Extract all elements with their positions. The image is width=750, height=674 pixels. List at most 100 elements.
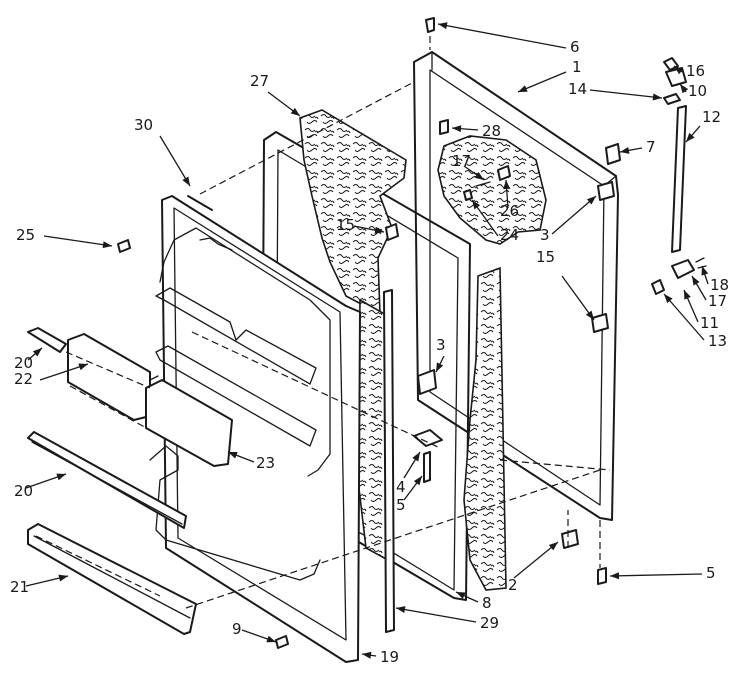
liner-edge-30 <box>187 195 213 211</box>
patch-fasteners <box>463 165 511 201</box>
callout-c17b-arrowhead <box>692 276 700 286</box>
screw-25 <box>117 239 131 253</box>
callout-c1-arrowhead <box>518 85 528 92</box>
callout-c20b-arrowhead <box>56 473 66 481</box>
callout-c23-arrowhead <box>228 451 238 459</box>
callout-c2-leader <box>513 541 559 579</box>
callout-c24-arrowhead <box>472 200 481 210</box>
callout-c26-label: 26 <box>500 202 519 220</box>
callout-c5b-leader <box>609 573 703 577</box>
callout-c15b-arrowhead <box>585 310 594 320</box>
trim-strip-29 <box>383 289 395 633</box>
assembly-lines <box>35 36 611 609</box>
door-hinge-pads <box>591 143 621 333</box>
callout-c7-arrowhead <box>620 146 630 154</box>
callout-c19-arrowhead <box>362 651 372 659</box>
callout-c28-label: 28 <box>482 122 501 140</box>
callout-c5a-label: 5 <box>396 496 406 514</box>
bumper-2 <box>561 529 579 549</box>
callout-c14-label: 14 <box>568 80 587 98</box>
callout-c20a-arrowhead <box>32 348 42 357</box>
insulation-patch-28 <box>437 135 547 245</box>
callout-c6-label: 6 <box>570 38 580 56</box>
callout-c30-arrowhead <box>182 176 190 186</box>
clip-15 <box>385 223 399 241</box>
callout-c1-label: 1 <box>572 58 582 76</box>
callout-c2-label: 2 <box>508 576 518 594</box>
callout-c18-label: 18 <box>710 276 729 294</box>
callout-c3a-leader <box>551 195 597 235</box>
callout-c10-arrowhead <box>680 84 689 94</box>
inner-door-liner <box>149 195 361 663</box>
callout-c27-arrowhead <box>290 107 300 116</box>
callout-c13-leader <box>663 293 705 341</box>
bottom-hinge-hardware <box>651 257 707 295</box>
callout-c8-label: 8 <box>482 594 492 612</box>
callout-c13-label: 13 <box>708 332 727 350</box>
callout-c6-leader <box>437 23 567 49</box>
shelf-front-22 <box>67 333 159 421</box>
shelf-bar-lower <box>27 431 187 529</box>
top-hinge-hardware <box>663 57 687 105</box>
insulation-top <box>299 109 407 316</box>
screw-9 <box>275 635 289 649</box>
callout-c9-arrowhead <box>266 635 276 643</box>
callout-c11-arrowhead <box>684 290 691 300</box>
callout-c15b-label: 15 <box>536 248 555 266</box>
callout-c29-arrowhead <box>396 606 406 613</box>
callout-c25-leader <box>43 235 113 247</box>
hinge-rod <box>671 105 687 253</box>
callout-c8-arrowhead <box>456 592 466 599</box>
plug-28 <box>439 119 449 135</box>
callout-c11-label: 11 <box>700 314 719 332</box>
callout-c30-leader <box>159 135 191 187</box>
callout-c17a-arrowhead <box>474 171 484 180</box>
callout-c26-arrowhead <box>503 180 511 190</box>
callout-c29-label: 29 <box>480 614 499 632</box>
hinge-bracket-3 <box>417 369 437 395</box>
shelf-front-23 <box>145 379 233 467</box>
callout-c3a-label: 3 <box>540 226 550 244</box>
callout-c5a-arrowhead <box>413 476 422 486</box>
callout-c5b-arrowhead <box>610 572 620 580</box>
screw-6 <box>425 17 435 33</box>
callout-c27-label: 27 <box>250 72 269 90</box>
callout-c18-arrowhead <box>701 266 709 276</box>
callout-c3a-arrowhead <box>586 196 596 205</box>
hinge-block-4 <box>413 429 443 483</box>
callout-c25-label: 25 <box>16 226 35 244</box>
callout-c12-arrowhead <box>686 132 695 142</box>
callout-c15a-label: 15 <box>336 216 355 234</box>
callout-c30-label: 30 <box>134 116 153 134</box>
callout-c21-arrowhead <box>58 574 68 582</box>
callout-c17a-label: 17 <box>452 152 471 170</box>
callout-c29-leader <box>395 607 477 623</box>
callout-c14-leader <box>589 89 663 99</box>
callout-c20b-label: 20 <box>14 482 33 500</box>
callout-c24-label: 24 <box>500 226 519 244</box>
callout-c2-arrowhead <box>548 542 558 551</box>
callout-c16-label: 16 <box>686 62 705 80</box>
callout-c20a-label: 20 <box>14 354 33 372</box>
callout-c23-label: 23 <box>256 454 275 472</box>
shelf-bar-upper <box>27 327 67 353</box>
callout-c17b-label: 17 <box>708 292 727 310</box>
callout-c21-label: 21 <box>10 578 29 596</box>
callout-c22-arrowhead <box>78 363 88 371</box>
callout-c4-label: 4 <box>396 478 406 496</box>
callout-c15a-arrowhead <box>374 226 384 234</box>
callout-c3b-arrowhead <box>436 362 444 372</box>
callout-c22-label: 22 <box>14 370 33 388</box>
shelf-bar-bottom <box>27 523 197 635</box>
outer-door-panel <box>413 51 619 521</box>
callout-c7-label: 7 <box>646 138 656 156</box>
callout-c3b-label: 3 <box>436 336 446 354</box>
insulation-side <box>463 266 507 591</box>
callout-c16-arrowhead <box>674 66 684 75</box>
callout-c12-label: 12 <box>702 108 721 126</box>
callout-c5b-label: 5 <box>706 564 716 582</box>
callout-c13-arrowhead <box>664 294 673 304</box>
callout-c28-arrowhead <box>452 125 462 133</box>
callout-c4-arrowhead <box>412 452 420 462</box>
